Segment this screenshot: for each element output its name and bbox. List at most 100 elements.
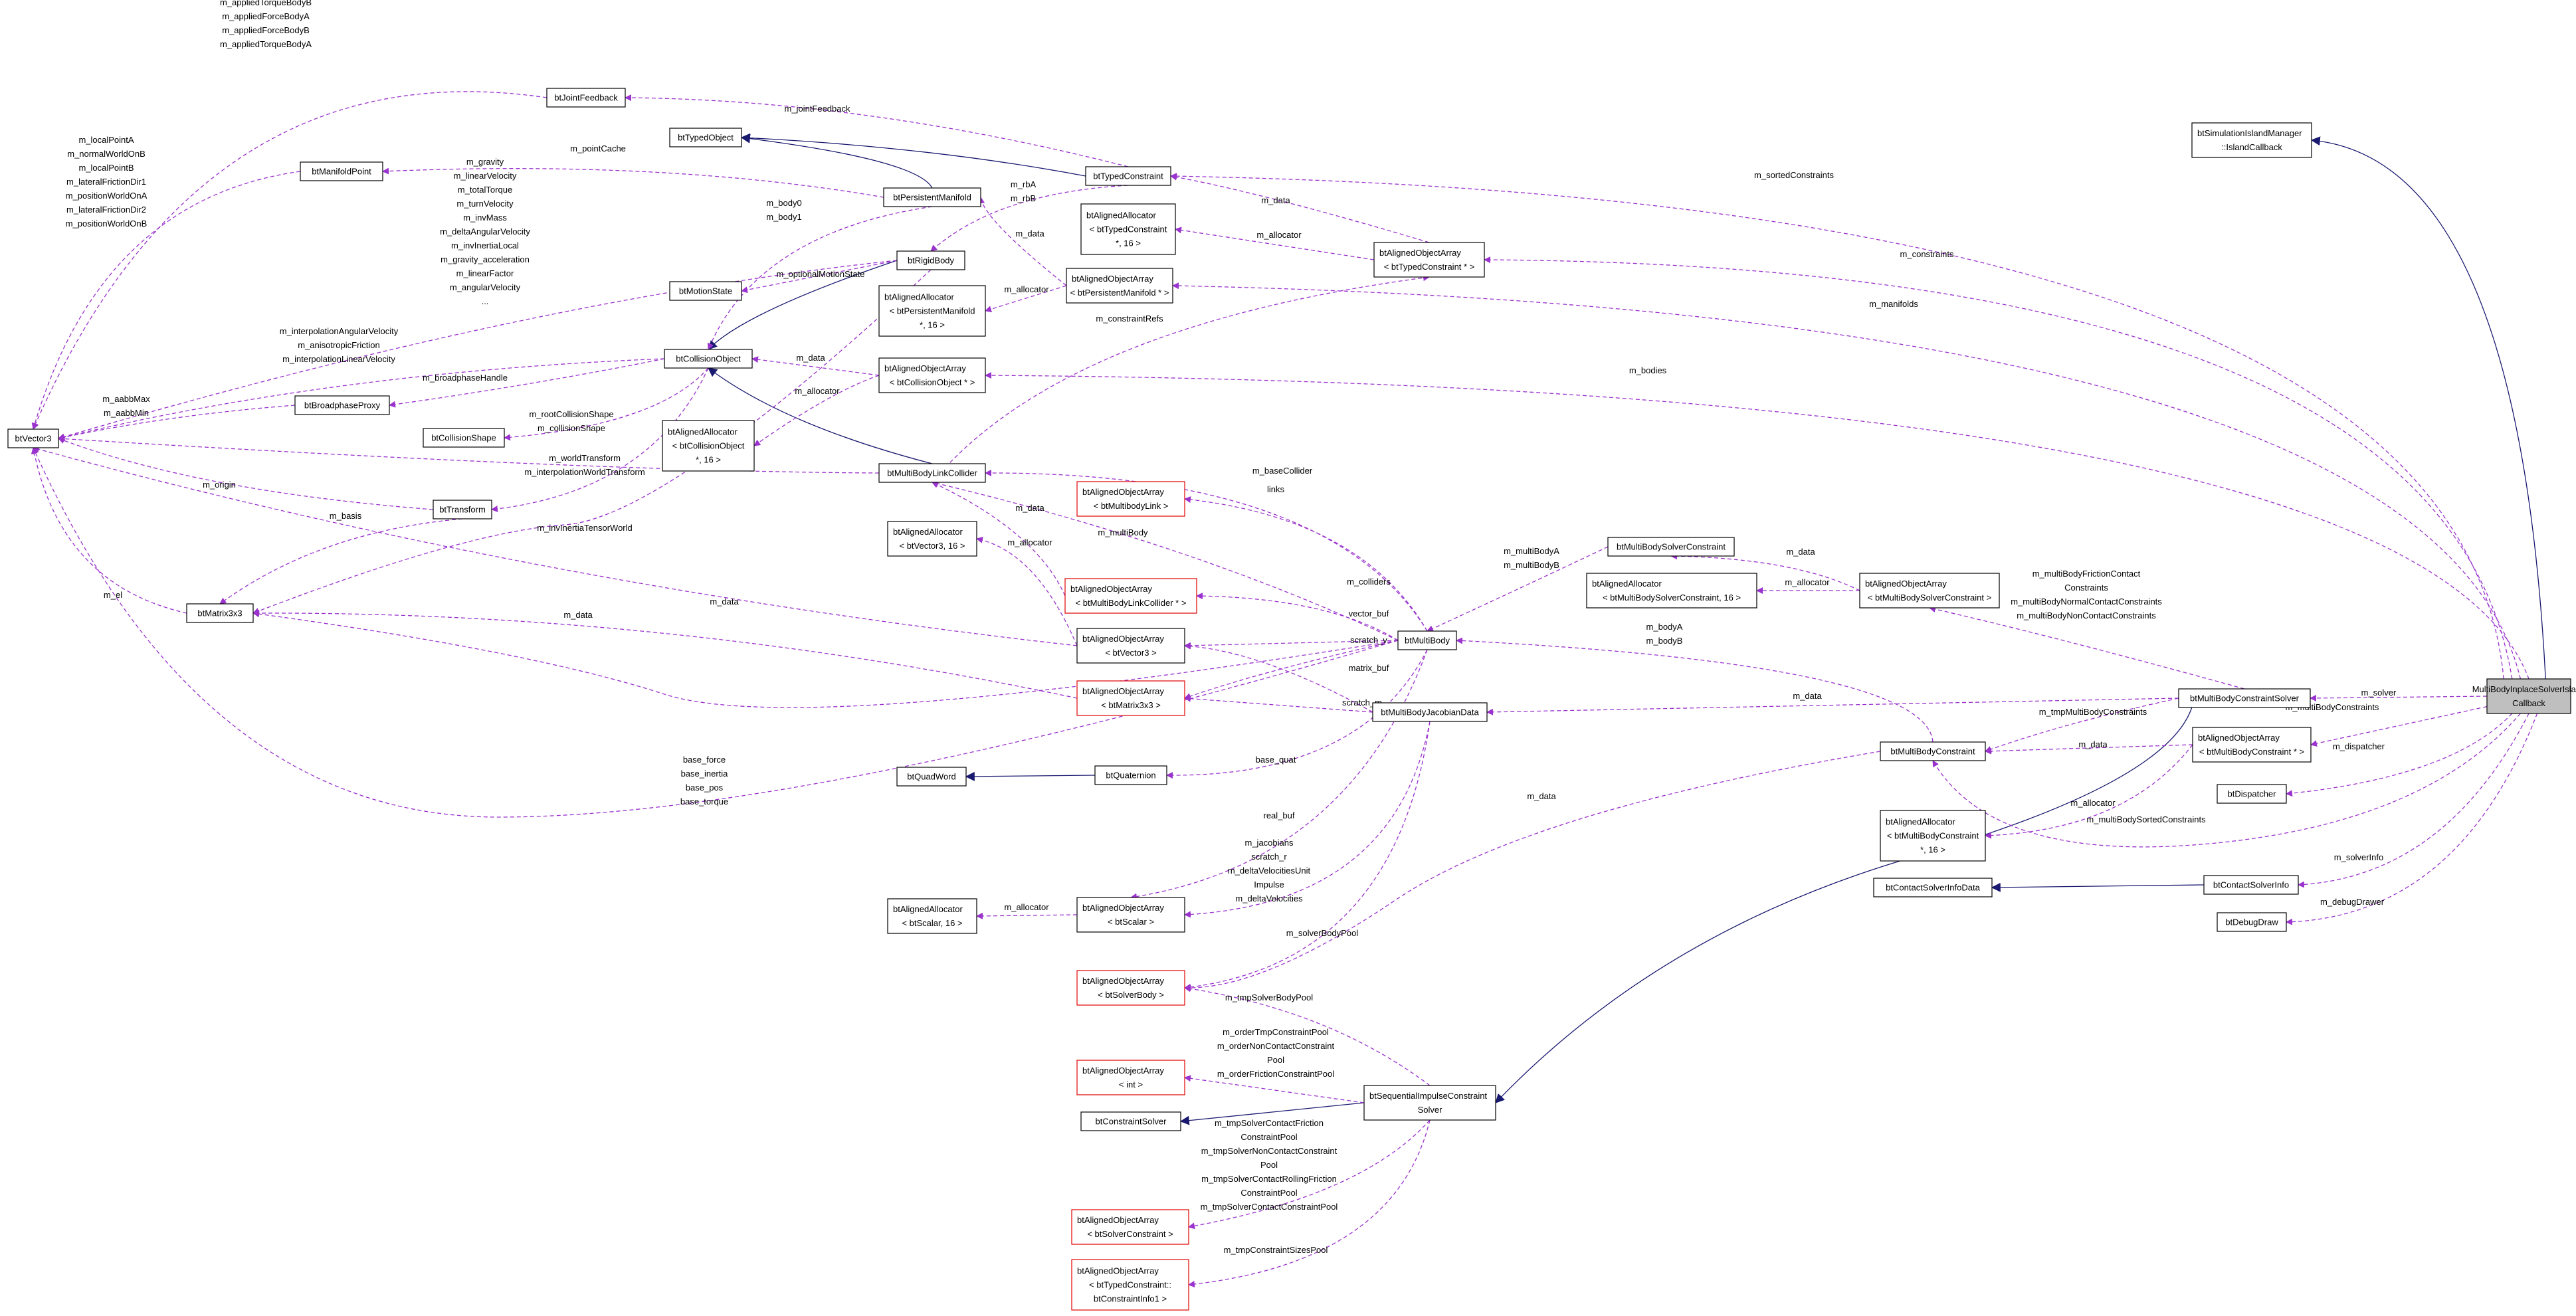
usage-edge-use-tc-jf: [625, 94, 1129, 167]
edge-label-line: m_interpolationAngularVelocity: [280, 326, 399, 336]
usage-edge-use-jd-arrv: [1184, 642, 1373, 713]
usage-edge-use-arrpm-pm: [978, 197, 1067, 286]
class-node-btPersistentManifold[interactable]: btPersistentManifold: [883, 187, 981, 207]
class-node-box: [2203, 875, 2299, 895]
class-node-btContactSolverInfo[interactable]: btContactSolverInfo: [2203, 875, 2299, 895]
edge-label-line: m_solverInfo: [2334, 852, 2383, 862]
class-node-label-line: < btVector3, 16 >: [899, 541, 965, 551]
class-node-btMultiBody[interactable]: btMultiBody: [1397, 630, 1457, 650]
class-node-label: btBroadphaseProxy: [304, 401, 381, 411]
class-node-box: [887, 898, 977, 934]
class-node-btQuadWord[interactable]: btQuadWord: [896, 767, 967, 787]
class-node-btMultiBodyLinkCollider[interactable]: btMultiBodyLinkCollider: [878, 463, 986, 483]
class-node-btMultiBodyConstraint[interactable]: btMultiBodyConstraint: [1880, 741, 1986, 761]
usage-edge-use-f-manifolds: [1172, 282, 2522, 680]
edge-label-use-f-sortedmbc: m_multiBodySortedConstraints: [2086, 814, 2206, 824]
class-node-arr_int[interactable]: btAlignedObjectArray< int >: [1076, 1060, 1185, 1095]
edge-label-use-f-solver: m_solver: [2361, 688, 2397, 698]
usage-edge-use-arrmbsc-mbsc: [1670, 553, 1860, 591]
class-node-arr_solverconstraint[interactable]: btAlignedObjectArray< btSolverConstraint…: [1071, 1209, 1189, 1245]
edge-label-use-mb-arrm: matrix_buf: [1349, 663, 1389, 673]
edge-label-line: m_basis: [330, 511, 362, 521]
class-node-arr_scalar[interactable]: btAlignedObjectArray< btScalar >: [1076, 897, 1185, 933]
class-node-alloc_persman[interactable]: btAlignedAllocator< btPersistentManifold…: [878, 285, 986, 337]
class-node-btRigidBody[interactable]: btRigidBody: [896, 250, 965, 270]
class-node-btMotionState[interactable]: btMotionState: [669, 281, 742, 301]
class-node-alloc_mbsc[interactable]: btAlignedAllocator< btMultiBodySolverCon…: [1586, 573, 1757, 609]
class-node-btContactSolverInfoData[interactable]: btContactSolverInfoData: [1873, 878, 1993, 897]
edge-label-line: m_tmpSolverContactConstraintPool: [1201, 1202, 1338, 1212]
usage-edge-use-tc-rb: [930, 185, 1129, 252]
edge-label-use-mb-mblc: m_baseCollider: [1252, 466, 1313, 476]
class-node-label: btDebugDraw: [2225, 917, 2278, 927]
class-node-btDispatcher[interactable]: btDispatcher: [2217, 784, 2287, 804]
class-node-btMatrix3x3[interactable]: btMatrix3x3: [186, 603, 254, 623]
class-node-btTypedConstraint[interactable]: btTypedConstraint: [1085, 166, 1171, 186]
class-node-label-line: btDispatcher: [2228, 789, 2277, 799]
class-node-label-line: btVector3: [15, 434, 52, 444]
class-node-arr_persman[interactable]: btAlignedObjectArray< btPersistentManifo…: [1066, 268, 1173, 304]
class-node-btCollisionObject[interactable]: btCollisionObject: [664, 349, 753, 369]
class-node-btMultiBodyConstraintSolver[interactable]: btMultiBodyConstraintSolver: [2178, 688, 2311, 708]
class-node-arr_vec3[interactable]: btAlignedObjectArray< btVector3 >: [1076, 628, 1185, 664]
class-node-btManifoldPoint[interactable]: btManifoldPoint: [300, 161, 383, 181]
class-node-alloc_typedc[interactable]: btAlignedAllocator< btTypedConstraint*, …: [1080, 203, 1176, 255]
class-node-arr_mblink[interactable]: btAlignedObjectArray< btMultibodyLink >: [1076, 481, 1185, 517]
class-node-label: btAlignedObjectArray< int >: [1082, 1066, 1164, 1089]
class-node-label-line: btAlignedObjectArray: [1072, 274, 1153, 284]
class-node-label: btAlignedAllocator< btPersistentManifold…: [884, 292, 975, 330]
class-node-arr_mbsc[interactable]: btAlignedObjectArray< btMultiBodySolverC…: [1859, 573, 2000, 609]
edge-label-line: real_buf: [1264, 810, 1295, 820]
class-node-btTypedObject[interactable]: btTypedObject: [669, 128, 742, 147]
class-node-label-line: btAlignedAllocator: [893, 527, 963, 537]
edge-label-line: m_debugDrawer: [2320, 897, 2385, 907]
class-node-btMultiBodySolverConstraint[interactable]: btMultiBodySolverConstraint: [1607, 537, 1735, 557]
class-node-box: [7, 428, 59, 448]
class-node-arr_typedc[interactable]: btAlignedObjectArray< btTypedConstraint …: [1373, 242, 1485, 278]
class-node-box: [423, 428, 505, 448]
usage-edge-use-f-disp: [2286, 713, 2513, 797]
class-node-btCollisionShape[interactable]: btCollisionShape: [423, 428, 505, 448]
class-node-btQuaternion[interactable]: btQuaternion: [1094, 765, 1167, 785]
edge-label-line: m_tmpMultiBodyConstraints: [2039, 707, 2147, 717]
class-node-btSimulationIslandManager[interactable]: btSimulationIslandManager::IslandCallbac…: [2191, 122, 2312, 158]
class-node-arr_constraintinfo[interactable]: btAlignedObjectArray< btTypedConstraint:…: [1071, 1259, 1189, 1311]
class-node-label-line: < btTypedConstraint * >: [1384, 262, 1475, 272]
class-node-btMultiBodyJacobianData[interactable]: btMultiBodyJacobianData: [1372, 702, 1488, 722]
edge-label-line: m_totalTorque: [458, 185, 512, 195]
class-node-btJointFeedback[interactable]: btJointFeedback: [546, 88, 626, 108]
class-node-btTransform[interactable]: btTransform: [433, 500, 492, 519]
edge-label-line: m_lateralFrictionDir2: [66, 205, 146, 215]
class-node-alloc_scalar[interactable]: btAlignedAllocator< btScalar, 16 >: [887, 898, 977, 934]
class-node-arr_mblc[interactable]: btAlignedObjectArray< btMultiBodyLinkCol…: [1064, 578, 1197, 614]
class-node-box: [887, 521, 977, 557]
class-node-btConstraintSolver[interactable]: btConstraintSolver: [1080, 1111, 1181, 1131]
class-node-label: btAlignedObjectArray< btPersistentManifo…: [1070, 274, 1169, 298]
class-node-label: btMotionState: [679, 286, 732, 296]
class-node-btBroadphaseProxy[interactable]: btBroadphaseProxy: [294, 395, 390, 415]
edge-label-line: m_jointFeedback: [785, 104, 850, 114]
edge-label-line: m_tmpSolverContactRollingFriction: [1201, 1174, 1337, 1184]
class-node-alloc_vec3[interactable]: btAlignedAllocator < btVector3, 16 >: [887, 521, 977, 557]
edge-label-use-pm-mp: m_pointCache: [570, 143, 626, 153]
class-node-label-line: btMultiBodySolverConstraint: [1617, 542, 1726, 552]
class-node-arr_solverbody[interactable]: btAlignedObjectArray< btSolverBody >: [1076, 970, 1185, 1006]
class-node-btVector3[interactable]: btVector3: [7, 428, 59, 448]
edge-label-use-f-solverinfo: m_solverInfo: [2334, 852, 2383, 862]
class-node-label: btJointFeedback: [554, 93, 618, 103]
class-node-arr_mat[interactable]: btAlignedObjectArray< btMatrix3x3 >: [1076, 680, 1185, 716]
class-node-label: btAlignedObjectArray< btMultibodyLink >: [1082, 487, 1168, 511]
class-node-label-line: btContactSolverInfo: [2213, 880, 2289, 890]
class-node-arr_collobj[interactable]: btAlignedObjectArray< btCollisionObject …: [878, 357, 986, 393]
class-node-alloc_mbc[interactable]: btAlignedAllocator< btMultiBodyConstrain…: [1880, 810, 1986, 862]
class-node-arr_mbc[interactable]: btAlignedObjectArray< btMultiBodyConstra…: [2192, 727, 2312, 763]
edge-label-use-arrco-co: m_data: [796, 353, 825, 363]
class-node-label-line: < btMultiBodyLinkCollider * >: [1076, 598, 1187, 608]
class-node-btDebugDraw[interactable]: btDebugDraw: [2217, 912, 2287, 932]
edge-label-line: m_tmpSolverContactFriction: [1215, 1118, 1324, 1128]
class-node-alloc_collobj[interactable]: btAlignedAllocator< btCollisionObject*, …: [662, 420, 755, 472]
